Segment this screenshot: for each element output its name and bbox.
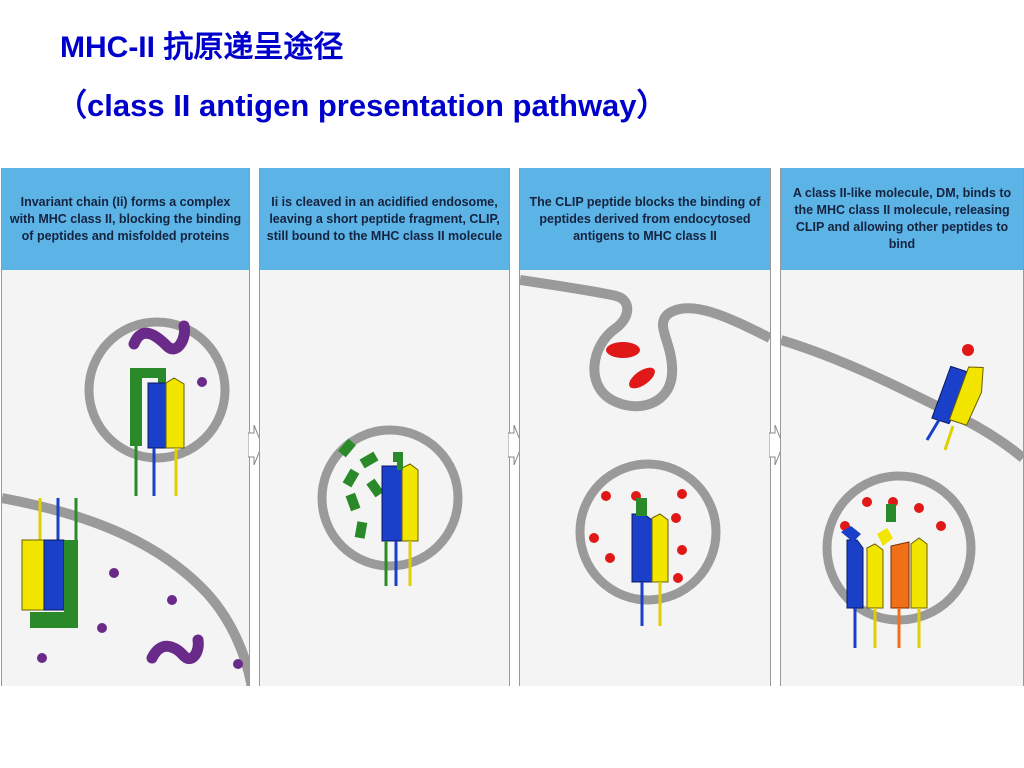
panel-illustration: [781, 335, 1023, 648]
step-arrow-icon: [248, 425, 262, 465]
page-subtitle: （class II antigen presentation pathway）: [56, 88, 668, 123]
peptide-dot: [197, 377, 207, 387]
antigen: [606, 342, 640, 358]
antigen-peptides: [589, 489, 687, 583]
mhc-ii-ii-complex-membrane: [21, 498, 78, 628]
panel-caption: A class II-like molecule, DM, binds to t…: [781, 168, 1023, 270]
clip-peptide: [393, 452, 403, 470]
step-arrow-icon: [769, 425, 783, 465]
mhc-ii-clip-complex: [381, 452, 419, 586]
surface-mhc-ii-peptide: [925, 344, 984, 451]
clip-peptide: [636, 498, 647, 516]
panel-dm-release: A class II-like molecule, DM, binds to t…: [780, 168, 1024, 686]
panel-caption: The CLIP peptide blocks the binding of p…: [520, 168, 770, 270]
panel-ii-complex: Invariant chain (Ii) forms a complex wit…: [1, 168, 250, 686]
mhc-ii-complex: [130, 368, 185, 496]
plasma-membrane: [520, 275, 770, 412]
panel-caption: Ii is cleaved in an acidified endosome, …: [260, 168, 509, 270]
mhc-ii-dm-complex: [841, 526, 928, 648]
ii-fragments: [338, 438, 384, 539]
panel-illustration: [520, 275, 770, 626]
page-title: MHC-II 抗原递呈途径: [60, 31, 344, 64]
antigen: [629, 367, 655, 389]
panel-clip-blocks: The CLIP peptide blocks the binding of p…: [519, 168, 771, 686]
misfolded-protein: [128, 320, 191, 355]
step-arrow-icon: [508, 425, 522, 465]
cell-membrane: [2, 493, 249, 686]
misfolded-protein: [146, 634, 204, 664]
panel-caption: Invariant chain (Ii) forms a complex wit…: [2, 168, 249, 270]
mhc-ii-clip-complex: [631, 498, 669, 626]
released-clip: [886, 504, 896, 522]
plasma-membrane: [781, 335, 1023, 462]
panel-illustration: [317, 425, 463, 586]
antigen-peptides: [840, 497, 946, 531]
panel-clip-cleavage: Ii is cleaved in an acidified endosome, …: [259, 168, 510, 686]
panel-illustration: [2, 317, 249, 686]
